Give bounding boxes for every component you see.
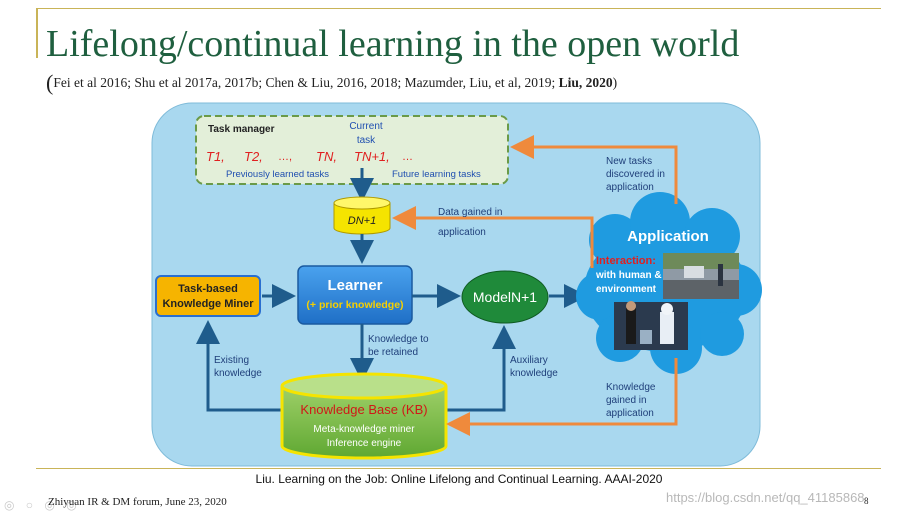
previously-learned-label: Previously learned tasks <box>226 169 329 180</box>
task-miner-box <box>155 275 261 317</box>
with-human-line-1: with human & <box>595 270 662 281</box>
task-tn: TN, <box>316 149 337 164</box>
kb-line-2: Inference engine <box>327 438 402 449</box>
learner-subtitle: (+ prior knowledge) <box>306 299 403 311</box>
auxiliary-line-1: Auxiliary <box>510 355 548 366</box>
current-task-label-1: Current <box>349 121 383 132</box>
application-title: Application <box>627 228 709 245</box>
new-tasks-line-1: New tasks <box>606 156 652 167</box>
model-ellipse <box>461 270 549 324</box>
bottom-rule <box>36 468 881 469</box>
refs-body: Fei et al 2016; Shu et al 2017a, 2017b; … <box>53 75 559 90</box>
gained-line-1: Knowledge <box>606 382 656 393</box>
current-task-label-2: task <box>357 135 376 146</box>
task-ellipsis-1: …, <box>278 151 292 163</box>
robot-photo <box>614 301 688 350</box>
page-number: 8 <box>864 496 869 506</box>
refs-open-paren: ( <box>46 70 54 95</box>
retained-line-1: Knowledge to <box>368 334 429 345</box>
slide-title: Lifelong/continual learning in the open … <box>46 23 740 65</box>
citation-line: Liu. Learning on the Job: Online Lifelon… <box>255 472 663 486</box>
task-miner-line-1: Task-based <box>178 283 238 295</box>
gained-line-2: gained in <box>606 395 647 406</box>
left-accent-bar <box>36 8 38 58</box>
data-cylinder <box>333 196 391 235</box>
task-manager-title: Task manager <box>208 124 275 135</box>
new-tasks-line-2: discovered in <box>606 169 665 180</box>
task-tn1: TN+1, <box>354 149 390 164</box>
data-node-label: DN+1 <box>348 215 376 227</box>
footer-text: Zhiyuan IR & DM forum, June 23, 2020 <box>48 496 227 508</box>
learner-box <box>297 265 413 325</box>
gained-line-3: application <box>606 408 654 419</box>
learner-title: Learner <box>327 277 382 294</box>
auxiliary-line-2: knowledge <box>510 368 558 379</box>
watermark: https://blog.csdn.net/qq_41185868 <box>666 490 865 505</box>
kb-line-1: Meta-knowledge miner <box>313 424 415 435</box>
task-t1: T1, <box>206 149 225 164</box>
knowledge-base-cylinder <box>280 372 448 460</box>
arrow-new-tasks <box>510 135 678 204</box>
refs-bold: Liu, 2020 <box>558 75 613 90</box>
top-rule <box>36 8 881 9</box>
road-photo <box>663 253 739 299</box>
arrow-knowledge-gained <box>446 358 678 436</box>
arrow-data-gained <box>392 206 594 268</box>
existing-line-1: Existing <box>214 355 249 366</box>
data-gained-line-2: application <box>438 227 486 238</box>
retained-line-2: be retained <box>368 347 418 358</box>
references-line: (Fei et al 2016; Shu et al 2017a, 2017b;… <box>46 70 617 96</box>
model-label: ModelN+1 <box>473 289 537 305</box>
arrow-kb-to-miner <box>196 320 282 412</box>
existing-line-2: knowledge <box>214 368 262 379</box>
task-miner-line-2: Knowledge Miner <box>162 298 254 310</box>
new-tasks-line-3: application <box>606 182 654 193</box>
kb-title: Knowledge Base (KB) <box>300 402 427 417</box>
slideshow-controls[interactable]: ◎ ○ ◎ ◎ <box>4 498 81 512</box>
task-t2: T2, <box>244 149 263 164</box>
interaction-label: Interaction: <box>596 255 656 267</box>
with-human-line-2: environment <box>596 284 657 295</box>
arrow-kb-to-model <box>446 325 516 412</box>
task-ellipsis-2: … <box>402 151 413 163</box>
future-learning-label: Future learning tasks <box>392 169 481 180</box>
data-gained-line-1: Data gained in <box>438 207 503 218</box>
refs-close-paren: ) <box>612 75 618 90</box>
